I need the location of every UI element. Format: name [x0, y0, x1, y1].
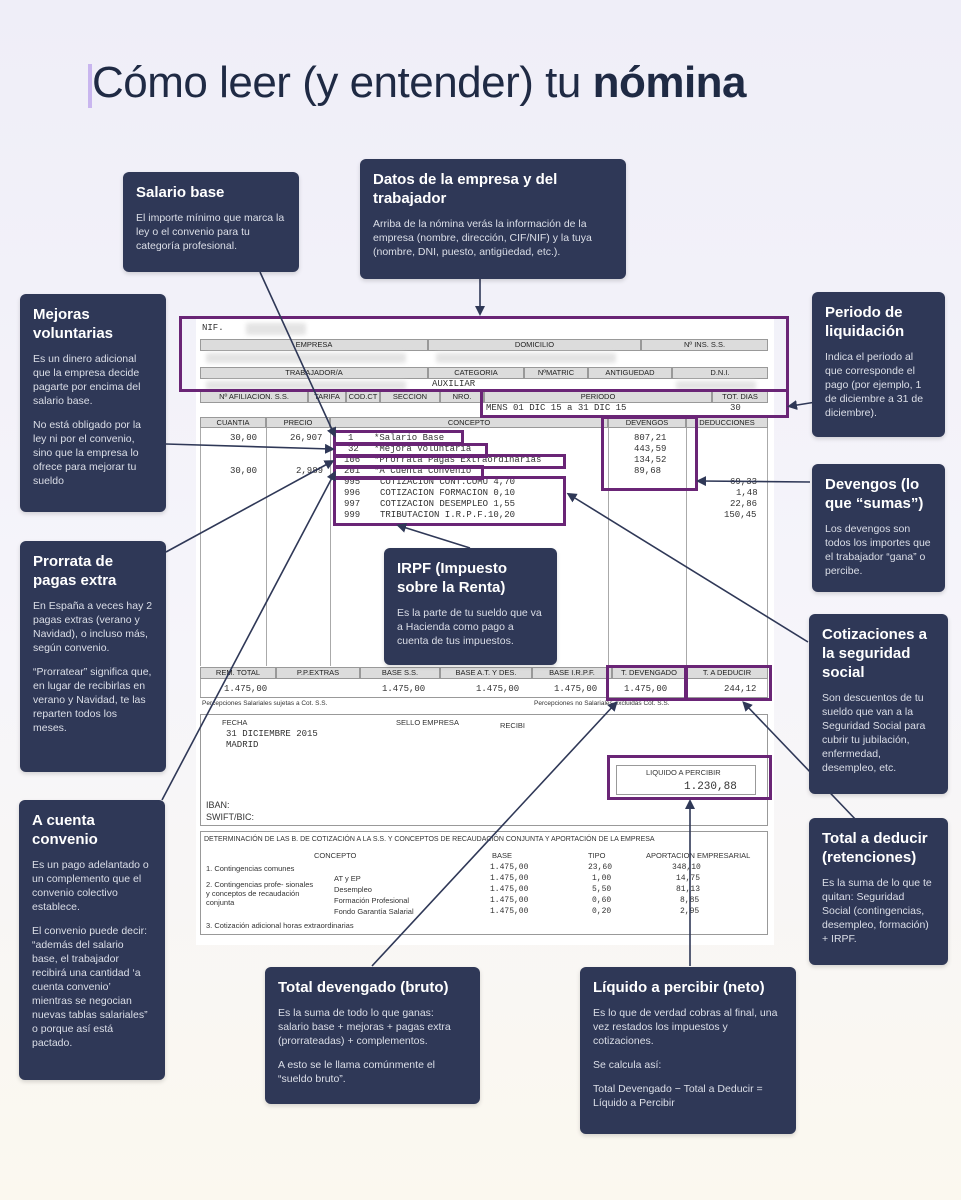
- card-liquido-percibir: Líquido a percibir (neto) Es lo que de v…: [580, 967, 796, 1134]
- card-datos-empresa: Datos de la empresa y del trabajador Arr…: [360, 159, 626, 279]
- arrow-total-deducir: [742, 701, 859, 823]
- value-base-at: 1.475,00: [476, 684, 520, 694]
- det-c2: 2. Contingencias profe- sionales y conce…: [206, 880, 314, 907]
- det-header-aport: APORTACION EMPRESARIAL: [646, 851, 751, 860]
- arrow-prorrata: [165, 460, 335, 553]
- highlight-cotizaciones: [333, 476, 566, 526]
- header-rem-total: REM. TOTAL: [200, 667, 276, 679]
- card-cuenta-convenio: A cuenta convenio Es un pago adelantado …: [19, 800, 165, 1080]
- arrow-cuenta-convenio: [161, 470, 336, 801]
- highlight-t-deducir: [684, 665, 772, 701]
- header-matric: NºMATRIC: [524, 367, 588, 379]
- swift-label: SWIFT/BIC:: [206, 812, 254, 822]
- page-title: Cómo leer (y entender) tu nómina: [92, 58, 747, 107]
- card-total-deducir: Total a deducir (retenciones) Es la suma…: [809, 818, 948, 965]
- lugar-value: MADRID: [226, 740, 259, 750]
- header-antiguedad: ANTIGUEDAD: [588, 367, 672, 379]
- header-dni: D.N.I.: [672, 367, 768, 379]
- card-total-devengado: Total devengado (bruto) Es la suma de to…: [265, 967, 480, 1104]
- arrow-irpf: [396, 523, 471, 549]
- card-mejoras-voluntarias: Mejoras voluntarias Es un dinero adicion…: [20, 294, 166, 512]
- det-header-concepto: CONCEPTO: [314, 851, 357, 860]
- recibi-label: RECIBI: [500, 721, 526, 730]
- arrow-cotizaciones: [566, 492, 809, 643]
- sello-label: SELLO EMPRESA: [396, 718, 459, 727]
- card-periodo-liquidacion: Periodo de liquidación Indica el periodo…: [812, 292, 945, 437]
- title-accent-bar: [88, 64, 92, 108]
- iban-label: IBAN:: [206, 800, 230, 810]
- perc-sujetas-note: Percepciones Salariales sujetas a Cot. S…: [202, 700, 328, 707]
- redacted-dni: [676, 381, 756, 390]
- header-trabajador: TRABAJADOR/A: [200, 367, 428, 379]
- det-c1: 1. Contingencias comunes: [206, 864, 295, 873]
- value-base-irpf: 1.475,00: [554, 684, 598, 694]
- card-devengos: Devengos (lo que “sumas”) Los devengos s…: [812, 464, 945, 592]
- signature-box: [200, 714, 768, 826]
- value-t-deducir: 244,12: [724, 684, 757, 694]
- periodo-value: MENS 01 DIC 15 a 31 DIC 15: [486, 403, 627, 413]
- value-base-ss: 1.475,00: [382, 684, 426, 694]
- redacted-trabajador: [206, 381, 406, 390]
- header-base-ss: BASE S.S.: [360, 667, 440, 679]
- tot-dias-value: 30: [730, 403, 741, 413]
- highlight-liquido: [607, 755, 772, 800]
- value-t-devengado: 1.475,00: [624, 684, 668, 694]
- liquido-label: LIQUIDO A PERCIBIR: [646, 768, 721, 777]
- liquido-value: 1.230,88: [684, 781, 737, 793]
- card-irpf: IRPF (Impuesto sobre la Renta) Es la par…: [384, 548, 557, 665]
- nif-label: NIF.: [202, 323, 224, 333]
- arrow-periodo: [787, 400, 817, 410]
- arrow-total-devengado: [371, 701, 618, 967]
- header-domicilio: DOMICILIO: [428, 339, 641, 351]
- categoria-value: AUXILIAR: [432, 379, 476, 389]
- perc-no-note: Percepciones no Salariales excluidas Cot…: [534, 700, 670, 707]
- header-pp-extras: P.P.EXTRAS: [276, 667, 360, 679]
- det-header-base: BASE: [492, 851, 513, 860]
- header-cuantia: CUANTIA: [200, 417, 266, 428]
- card-cotizaciones: Cotizaciones a la seguridad social Son d…: [809, 614, 948, 794]
- arrow-salario-base: [259, 271, 337, 438]
- header-empresa: EMPRESA: [200, 339, 428, 351]
- determinacion-box: [200, 831, 768, 935]
- header-categoria: CATEGORIA: [428, 367, 524, 379]
- det-header-tipo: TIPO: [588, 851, 606, 860]
- det-title: DETERMINACIÓN DE LAS B. DE COTIZACIÓN A …: [204, 836, 655, 843]
- card-salario-base: Salario base El importe mínimo que marca…: [123, 172, 299, 272]
- header-ins-ss: Nº INS. S.S.: [641, 339, 768, 351]
- redacted-empresa: [206, 353, 406, 363]
- det-c3: 3. Cotización adicional horas extraordin…: [206, 921, 354, 930]
- arrow-devengos: [696, 476, 811, 487]
- liquido-box: [616, 765, 756, 795]
- highlight-devengos: [601, 416, 698, 491]
- header-base-at: BASE A.T. Y DES.: [440, 667, 532, 679]
- arrow-mejoras: [165, 443, 335, 454]
- fecha-value: 31 DICIEMBRE 2015: [226, 729, 318, 739]
- header-concepto: CONCEPTO: [330, 417, 608, 428]
- payslip-document: NIF. EMPRESA DOMICILIO Nº INS. S.S. TRAB…: [196, 317, 774, 945]
- redacted-domicilio: [436, 353, 616, 363]
- card-prorrata: Prorrata de pagas extra En España a vece…: [20, 541, 166, 772]
- value-rem-total: 1.475,00: [224, 684, 268, 694]
- fecha-label: FECHA: [222, 718, 248, 727]
- header-base-irpf: BASE I.R.P.F.: [532, 667, 612, 679]
- redacted-nif: [246, 323, 306, 335]
